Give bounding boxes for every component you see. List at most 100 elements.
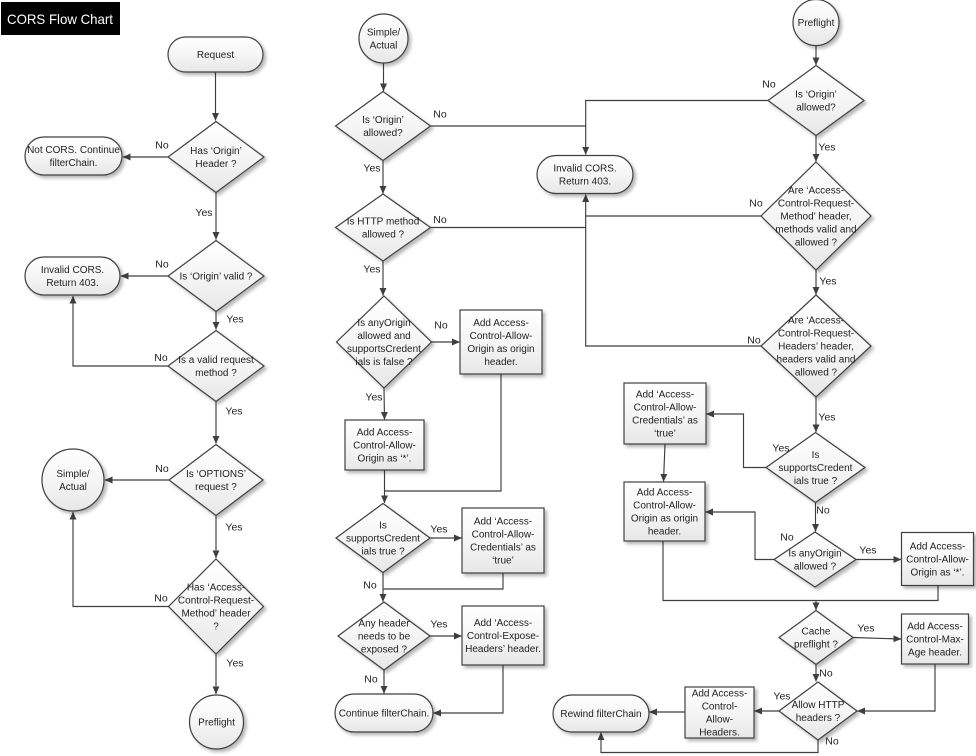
add-acac-true-right-label: Add ‘Access-Control-Allow-Credentials’ a… [632,390,698,440]
node-is-origin-allowed-right: Is ‘Origin’allowed? [766,64,866,137]
invalid-cors-403-label: Invalid CORS.Return 403. [553,164,616,188]
add-acac-true-right-shape [623,382,707,445]
edge-label-yes-11: Yes [363,163,380,175]
add-acao-star-right-shape [900,531,975,587]
node-add-acao-origin-mid: Add Access-Control-Allow-Origin as origi… [459,309,543,375]
is-origin-allowed-mid-label: Is ‘Origin’allowed? [362,115,404,139]
edge-label-no-8: No [154,593,168,605]
node-add-allow-headers: Add Access-Control-Allow-Headers. [684,686,755,739]
edge-label-yes-26: Yes [772,443,789,455]
continue-filterchain-label: Continue filterChain. [339,709,430,720]
edge-label-no-22: No [749,198,763,210]
edge-label-no-4: No [154,352,168,364]
edge-label-yes-30: Yes [857,623,874,635]
is-origin-allowed-right-label: Is ‘Origin’allowed? [795,90,837,114]
edge-label-no-20: No [762,79,776,91]
node-preflight-right: Preflight [792,0,840,47]
preflight-right-label: Preflight [798,18,835,29]
node-add-acac-true-mid: Add ‘Access-Control-Allow-Credentials’ a… [461,507,545,574]
is-anyorigin-supports-shape [335,295,433,389]
title-layer: CORS Flow Chart [1,2,120,35]
edge-acac-true-to-acao-origin [660,443,668,482]
rewind-filterchain-label: Rewind filterChain [560,709,641,720]
preflight-right-shape [792,0,840,47]
edge-acao-origin-right-down [662,541,816,602]
node-are-acr-headers-valid: Are ‘Access-Control-Request-Headers’ hea… [760,294,872,398]
is-valid-request-method-shape [166,329,266,403]
edge-max-age-to-allow-http [857,664,936,715]
is-origin-allowed-right-shape [766,64,866,137]
edge-label-yes-3: Yes [226,314,243,326]
invalid-cors-left-shape [24,256,121,296]
edge-valid-method-no [69,295,168,367]
add-acao-star-right-label: Add Access-Control-Allow-Origin as ‘*’. [906,542,969,579]
add-acac-true-mid-shape [461,507,545,574]
node-add-acao-origin-right: Add Access-Control-Allow-Origin as origi… [623,481,706,542]
title-box [1,2,120,35]
add-expose-headers-shape [461,605,545,666]
add-allow-headers-label: Add Access-Control-Allow-Headers. [692,689,748,739]
are-acr-headers-valid-label: Are ‘Access-Control-Request-Headers’ hea… [777,316,856,379]
edge-label-no-6: No [155,463,169,475]
add-acao-origin-mid-shape [459,309,543,375]
request-label: Request [197,50,234,61]
node-request: Request [167,36,264,73]
is-options-request-label: Is ‘OPTIONS’request ? [186,469,246,493]
edge-label-no-10: No [433,109,447,121]
simple-actual-left-shape [41,448,105,512]
edge-label-yes-21: Yes [818,142,835,154]
preflight-left-shape [188,694,245,750]
is-origin-valid-label: Is ‘Origin’ valid ? [180,272,253,283]
has-acr-method-header-label: Has ‘Access-Control-Request-Method’ head… [178,583,254,633]
add-max-age-header-shape [900,613,970,665]
edge-label-yes-5: Yes [225,406,242,418]
simple-actual-mid-label: Simple/Actual [367,28,401,52]
edge-acao-star-right-down [816,585,939,602]
edge-label-yes-18: Yes [430,619,447,631]
node-rewind-filterchain: Rewind filterChain [552,694,650,733]
edge-label-yes-7: Yes [225,522,242,534]
edge-label-no-24: No [747,335,761,347]
edge-label-yes-29: Yes [859,545,876,557]
any-header-exposed-shape [336,601,432,671]
edge-label-yes-23: Yes [819,276,836,288]
edge-label-yes-25: Yes [818,412,835,424]
edge-origin-allowed-right-no [582,99,768,155]
edge-label-no-17: No [363,580,377,592]
edge-anyorigin-supports-yes [380,387,388,420]
are-acr-method-valid-shape [760,161,872,271]
node-add-expose-headers: Add ‘Access-Control-Expose-Headers’ head… [461,605,545,666]
page-title: CORS Flow Chart [7,11,113,27]
edge-label-yes-15: Yes [365,392,382,404]
add-acao-origin-mid-label: Add Access-Control-Allow-Origin as origi… [467,318,534,368]
add-allow-headers-shape [684,686,755,739]
edge-label-no-2: No [155,259,169,271]
add-acao-origin-right-label: Add Access-Control-Allow-Origin as origi… [631,488,698,538]
add-acao-star-mid-label: Add Access-Control-Allow-Origin as ‘*’. [353,428,416,465]
edge-label-no-33: No [825,736,839,748]
edge-label-yes-13: Yes [363,264,380,276]
edge-label-no-14: No [434,320,448,332]
edge-label-yes-1: Yes [195,207,212,219]
edge-label-yes-32: Yes [773,691,790,703]
edge-supports-cred-right-yes [706,410,766,469]
edge-acr-headers-valid-no [582,194,761,347]
rewind-filterchain-shape [552,694,650,733]
cache-preflight-shape [777,609,855,666]
edge-label-no-31: No [819,668,833,680]
node-simple-actual-mid: Simple/Actual [358,13,409,64]
